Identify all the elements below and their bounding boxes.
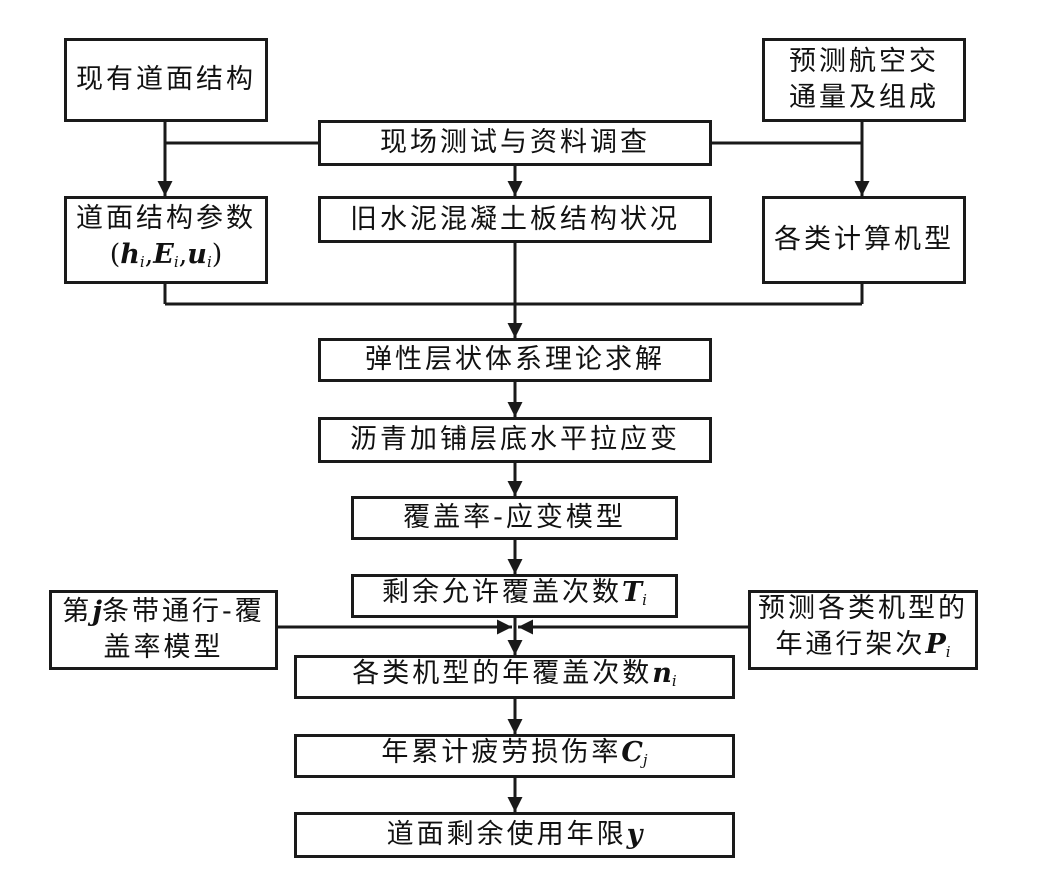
var-e: E [153,238,174,270]
box-elastic-solution: 弹性层状体系理论求解 [318,338,712,382]
box-forecast-traffic: 预测航空交 通量及组成 [762,38,966,122]
box-asphalt-strain: 沥青加铺层底水平拉应变 [318,417,712,463]
remaining-coverages-text: 剩余允许覆盖次数 [382,576,623,608]
label-structure-params-line1: 道面结构参数 [76,202,256,234]
box-coverage-strain-model: 覆盖率-应变模型 [351,496,678,540]
paren-close: ) [211,238,223,270]
box-remaining-coverages: 剩余允许覆盖次数Ti [351,574,678,618]
label-field-survey: 现场测试与资料调查 [380,127,650,158]
label-strip-model-line1: 第j条带通行-覆 [62,594,265,630]
var-u: u [187,238,207,270]
label-asphalt-strain: 沥青加铺层底水平拉应变 [350,424,680,455]
var-j: j [92,596,103,627]
label-strip-model-line2: 盖率模型 [103,632,224,663]
label-forecast-departures-line2: 年通行架次Pi [775,627,950,670]
label-existing-structure: 现有道面结构 [76,64,256,95]
box-fatigue-damage: 年累计疲劳损伤率Cj [294,734,735,778]
var-h: h [120,238,140,270]
box-existing-structure: 现有道面结构 [64,38,268,122]
label-forecast-departures-line1: 预测各类机型的 [758,592,968,624]
label-forecast-traffic-line2: 通量及组成 [789,82,939,113]
sub-e: i [173,252,179,271]
strip-model-post: 条带通行-覆 [102,596,265,627]
box-strip-model: 第j条带通行-覆 盖率模型 [49,590,278,670]
box-forecast-departures: 预测各类机型的 年通行架次Pi [748,590,978,670]
label-annual-coverages: 各类机型的年覆盖次数ni [352,656,676,699]
fatigue-damage-text: 年累计疲劳损伤率 [381,736,622,768]
var-y: y [626,819,643,850]
annual-coverages-text: 各类机型的年覆盖次数 [352,657,653,689]
sep-2: , [178,238,188,270]
box-old-slab-condition: 旧水泥混凝土板结构状况 [318,196,712,243]
sub-c: j [642,750,648,769]
box-structure-params: 道面结构参数 (hi,Ei,ui) [64,196,268,284]
paren-open: ( [109,238,121,270]
label-forecast-traffic-line1: 预测航空交 [789,46,939,77]
box-field-survey: 现场测试与资料调查 [318,120,712,166]
label-structure-params-line2: (hi,Ei,ui) [110,237,223,280]
box-aircraft-types: 各类计算机型 [762,196,966,284]
label-aircraft-types: 各类计算机型 [774,224,954,255]
sub-n: i [671,671,677,690]
var-c: C [621,736,643,768]
var-n: n [652,657,672,689]
strip-model-pre: 第 [62,596,93,627]
sub-t: i [642,590,647,609]
label-remaining-life: 道面剩余使用年限y [387,817,643,853]
box-annual-coverages: 各类机型的年覆盖次数ni [294,655,735,699]
forecast-departures-text: 年通行架次 [775,628,926,660]
label-coverage-strain-model: 覆盖率-应变模型 [403,502,626,533]
box-remaining-life: 道面剩余使用年限y [294,812,735,858]
sub-u: i [206,252,212,271]
sub-h: i [139,252,145,271]
sub-p: i [945,642,951,661]
label-elastic-solution: 弹性层状体系理论求解 [365,344,665,375]
label-fatigue-damage: 年累计疲劳损伤率Cj [381,735,647,778]
remaining-life-text: 道面剩余使用年限 [386,819,627,850]
var-p: P [925,628,946,660]
sep-1: , [144,238,154,270]
var-t: T [622,576,643,608]
label-remaining-coverages: 剩余允许覆盖次数Ti [382,575,647,618]
label-old-slab-condition: 旧水泥混凝土板结构状况 [350,203,680,235]
